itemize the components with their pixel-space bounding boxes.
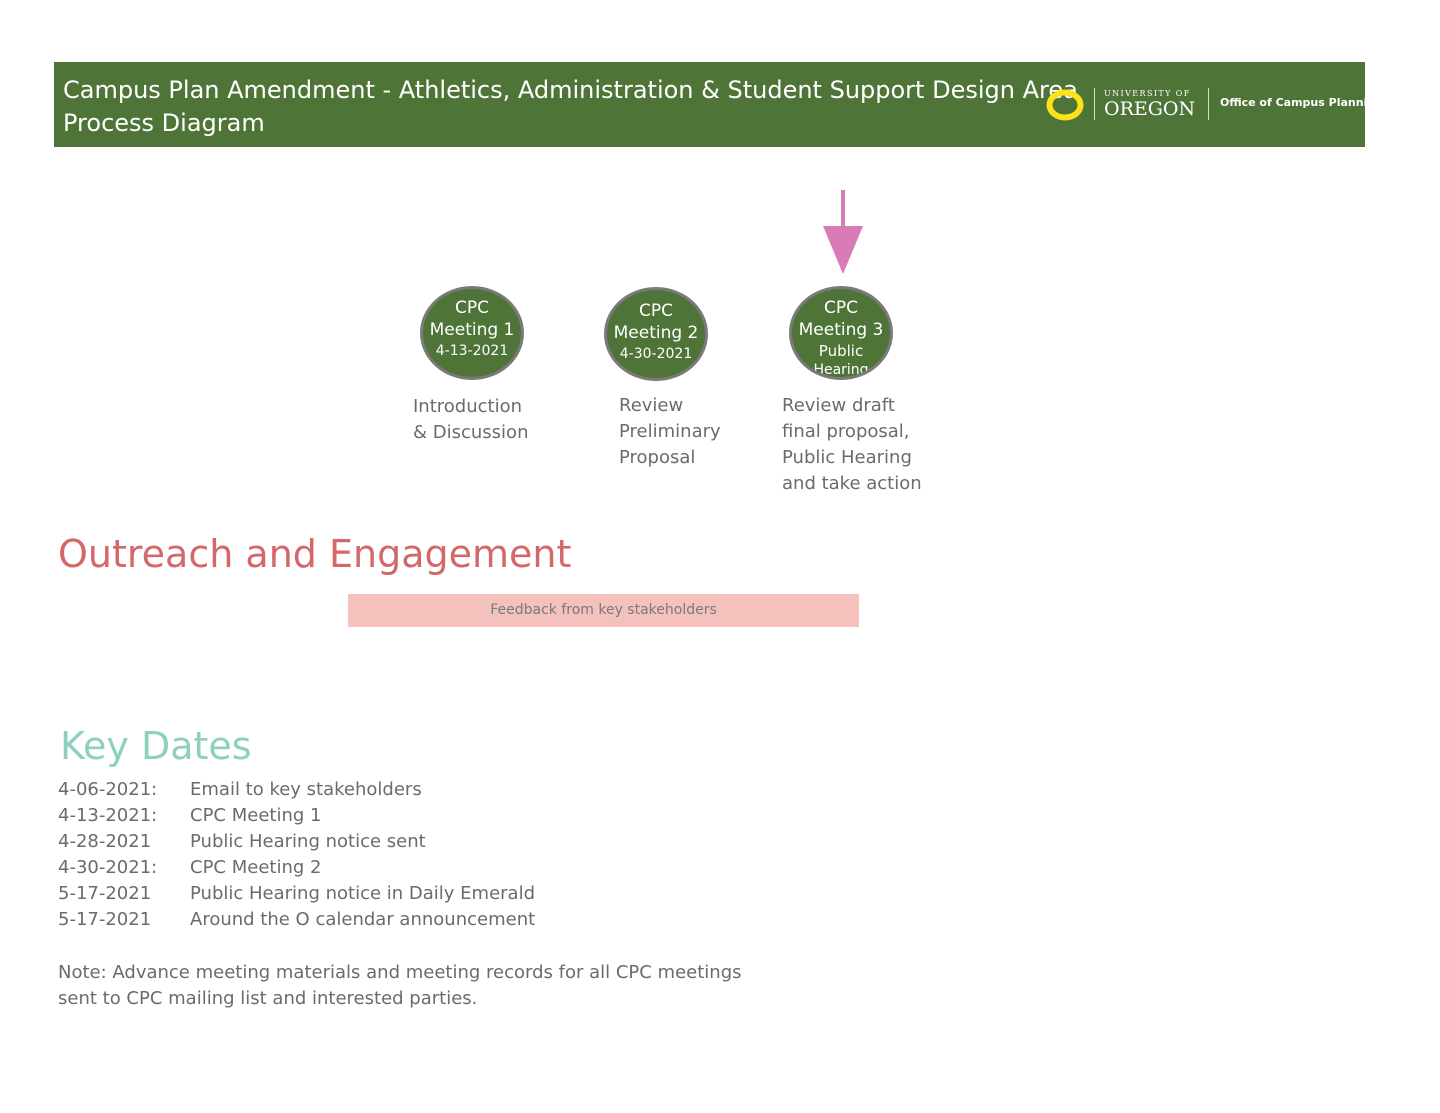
outreach-title: Outreach and Engagement: [58, 532, 572, 576]
key-date: 4-28-2021: [58, 831, 152, 852]
cpc-meeting-1-description: Introduction & Discussion: [413, 396, 529, 443]
office-label: Office of Campus Planning: [1220, 96, 1384, 109]
key-date: 4-06-2021:: [58, 779, 158, 800]
key-dates-title: Key Dates: [60, 724, 252, 768]
cpc-meeting-2-description: Review Preliminary Proposal: [619, 395, 721, 468]
node-line4: Hearing: [813, 362, 869, 378]
down-arrow-icon: [823, 190, 863, 274]
key-date: 4-30-2021:: [58, 857, 158, 878]
key-date-event: Around the O calendar announcement: [190, 909, 536, 930]
cpc-meeting-1-node: CPC Meeting 1 4-13-2021: [420, 286, 524, 380]
node-line2: Meeting 1: [429, 320, 515, 340]
key-date: 4-13-2021:: [58, 805, 158, 826]
cpc-meeting-3-node: CPC Meeting 3 Public Hearing: [789, 286, 893, 380]
node-line1: CPC: [455, 298, 489, 318]
key-date-event: CPC Meeting 1: [190, 805, 322, 826]
logo-university-of: UNIVERSITY OF: [1104, 89, 1191, 98]
node-line3: Public: [818, 342, 864, 360]
feedback-bar-label: Feedback from key stakeholders: [490, 602, 717, 618]
node-line2: Meeting 3: [798, 320, 884, 340]
key-date-event: Public Hearing notice sent: [190, 831, 426, 852]
logo-divider: [1208, 88, 1209, 120]
logo-oregon: OREGON: [1104, 98, 1196, 120]
key-date: 5-17-2021: [58, 909, 152, 930]
node-line1: CPC: [824, 298, 858, 318]
key-date-event: CPC Meeting 2: [190, 857, 322, 878]
feedback-bar: Feedback from key stakeholders: [348, 594, 859, 627]
cpc-meeting-3-description: Review draft final proposal, Public Hear…: [782, 395, 922, 494]
note-text: Note: Advance meeting materials and meet…: [58, 962, 742, 1009]
page-title: Campus Plan Amendment - Athletics, Admin…: [63, 74, 1078, 140]
page-title-line1: Campus Plan Amendment - Athletics, Admin…: [63, 76, 1078, 104]
cpc-meeting-2-node: CPC Meeting 2 4-30-2021: [604, 287, 708, 381]
key-date-event: Email to key stakeholders: [190, 779, 422, 800]
node-line3: 4-30-2021: [619, 346, 693, 362]
key-date-event: Public Hearing notice in Daily Emerald: [190, 883, 535, 904]
header-banner: Campus Plan Amendment - Athletics, Admin…: [54, 62, 1383, 147]
node-line1: CPC: [639, 301, 673, 321]
node-line2: Meeting 2: [613, 323, 699, 343]
logo-divider: [1094, 88, 1095, 120]
key-date: 5-17-2021: [58, 883, 152, 904]
node-line3: 4-13-2021: [435, 343, 509, 359]
page-title-line2: Process Diagram: [63, 109, 265, 137]
uo-logo-icon: [1046, 89, 1084, 121]
